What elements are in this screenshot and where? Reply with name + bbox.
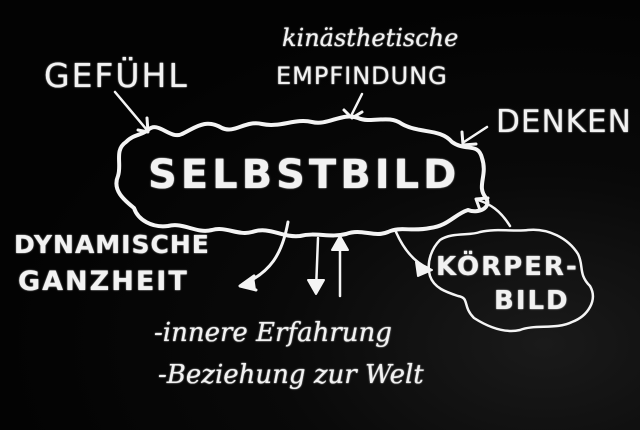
- arrow-empfindung: [350, 92, 364, 116]
- arrow-koerperbild-back: [476, 198, 512, 228]
- label-ganzheit: GANZHEIT: [18, 266, 189, 297]
- label-dynamische: DYNAMISCHE: [14, 230, 210, 259]
- label-kinaesthetische: kinästhetische: [282, 24, 459, 52]
- label-denken: DENKEN: [496, 104, 632, 140]
- arrow-denken: [462, 125, 489, 144]
- label-bild: BILD: [494, 286, 570, 316]
- label-gefuehl: GEFÜHL: [44, 56, 189, 95]
- koerperbild-cloud: [427, 228, 595, 333]
- label-koerper: KÖRPER-: [436, 252, 579, 282]
- list-item-innere-erfahrung: -innere Erfahrung: [154, 318, 392, 348]
- list-item-beziehung-zur-welt: -Beziehung zur Welt: [158, 360, 424, 390]
- label-empfindung: EMPFINDUNG: [276, 62, 448, 90]
- arrow-gefuehl: [113, 90, 149, 132]
- center-selbstbild: SELBSTBILD: [148, 152, 461, 198]
- selbstbild-cloud: [114, 114, 490, 239]
- arrow-koerperbild: [394, 230, 430, 270]
